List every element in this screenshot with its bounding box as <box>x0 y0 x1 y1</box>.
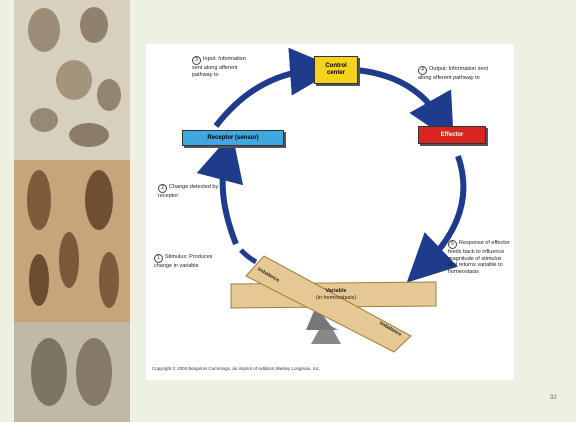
control-center-box: Control center <box>314 56 358 84</box>
anatomy-sketch-image-1 <box>14 0 130 160</box>
receptor-box: Receptor (sensor) <box>182 130 284 146</box>
arrow-to-control-center <box>216 70 314 126</box>
variable-label: Variable <box>296 288 376 295</box>
homeostasis-label: (in homeostasis) <box>296 295 376 302</box>
arrow-stimulus <box>241 250 256 262</box>
anatomy-sketch-image-3 <box>14 322 130 422</box>
step-number-1: 1 <box>154 254 163 263</box>
anatomy-sketch-image-2 <box>14 160 130 322</box>
step-number-4: 4 <box>418 66 427 75</box>
copyright-notice: Copyright © 2004 Benjamin Cummings, an i… <box>152 366 320 371</box>
slide-page-number: 32 <box>550 395 557 401</box>
homeostasis-diagram-panel: Control center Receptor (sensor) Effecto… <box>146 44 514 380</box>
step-number-3: 3 <box>192 56 201 65</box>
arrow-to-receptor <box>223 156 236 244</box>
step-number-2: 2 <box>158 184 167 193</box>
step-number-5: 5 <box>448 240 457 249</box>
feedback-loop-graphic <box>146 44 514 380</box>
effector-box: Effector <box>418 126 486 144</box>
